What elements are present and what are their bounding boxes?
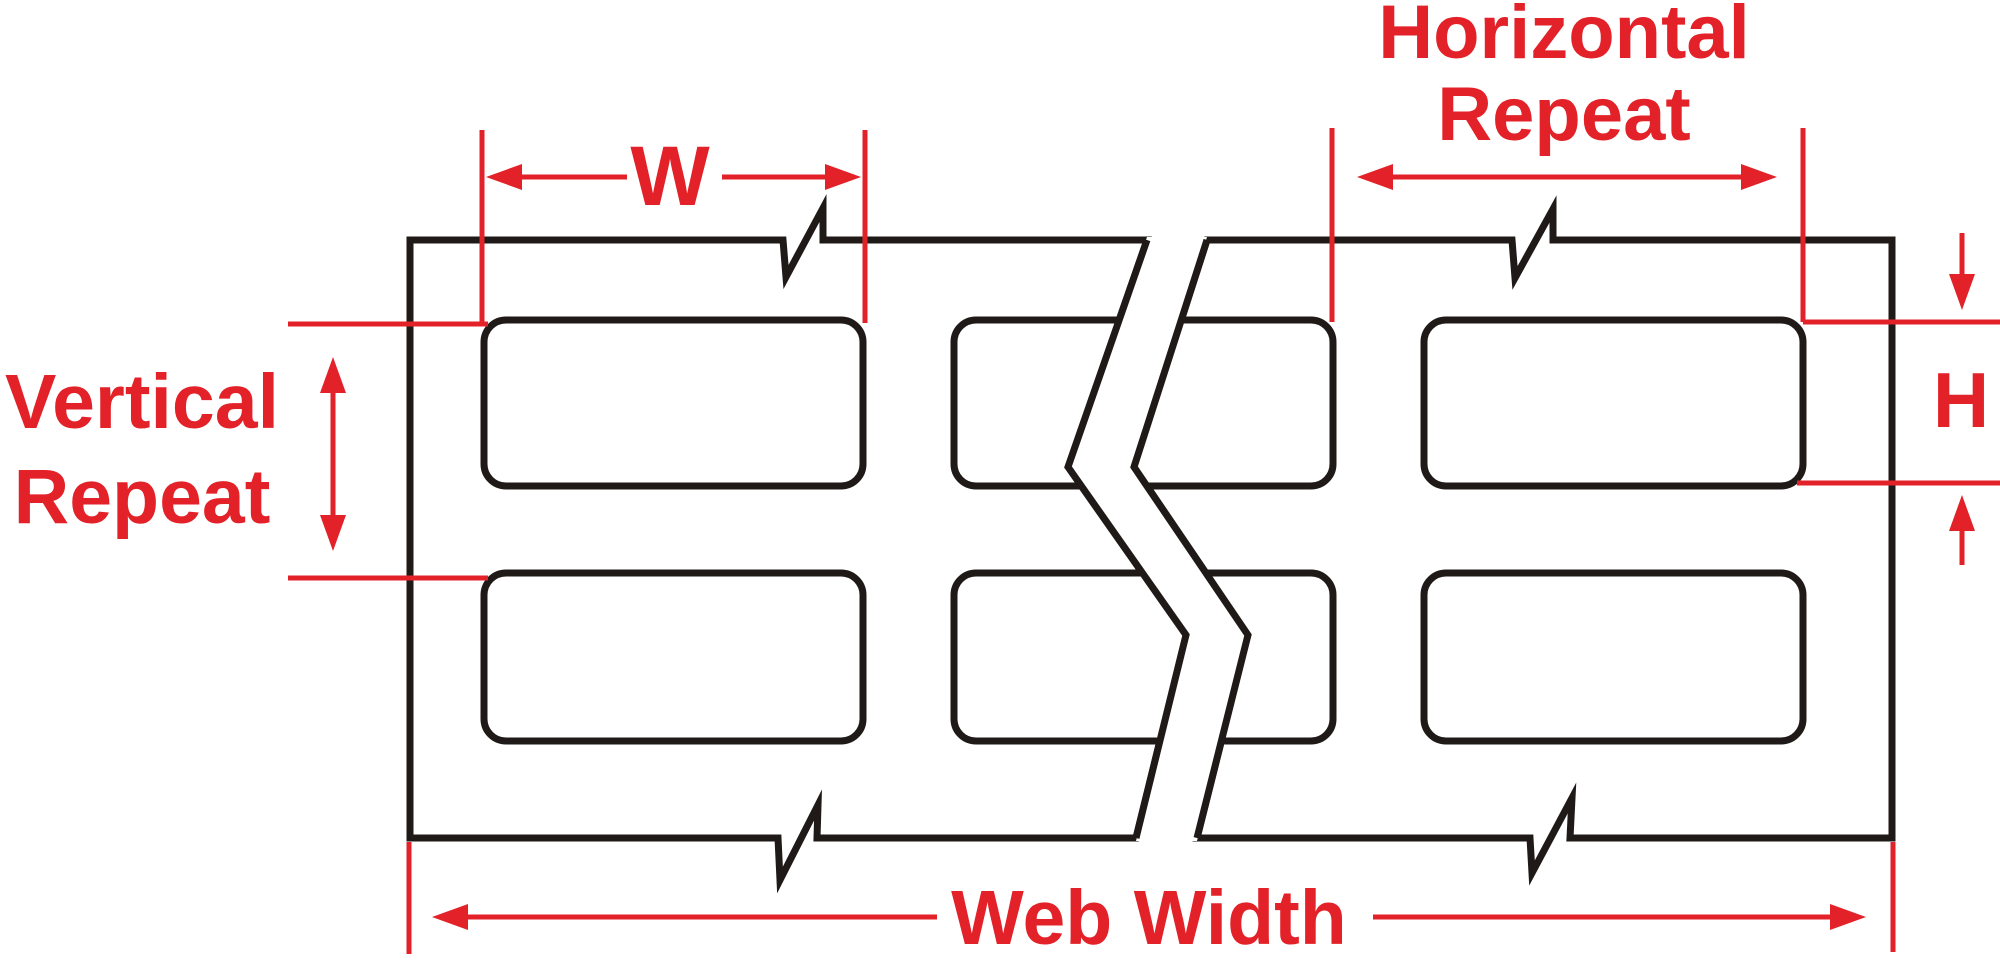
tear-line-right	[1130, 238, 1252, 839]
vrepeat-arrowhead-bottom	[320, 515, 346, 551]
h-arrowhead-down	[1949, 274, 1975, 310]
dimension-arrowheads	[320, 164, 1975, 930]
tear-line-left	[1064, 238, 1190, 839]
label-row1-col3	[1420, 316, 1807, 490]
label-row1-col1	[480, 316, 867, 490]
h-label: H	[1933, 356, 1989, 444]
dimension-labels: W Horizontal Repeat Vertical Repeat H We…	[5, 0, 1989, 961]
vrepeat-arrowhead-top	[320, 357, 346, 393]
hrepeat-arrowhead-left	[1357, 164, 1393, 190]
w-label: W	[630, 129, 710, 223]
label-row2-col2	[950, 569, 1337, 745]
w-arrowhead-right	[825, 164, 861, 190]
web-width-label: Web Width	[951, 875, 1347, 961]
w-arrowhead-left	[486, 164, 522, 190]
horizontal-repeat-label-line1: Horizontal	[1378, 0, 1750, 75]
label-row2-col3	[1420, 569, 1807, 745]
vertical-repeat-label-line1: Vertical	[5, 359, 279, 445]
dimension-lines	[288, 128, 2000, 954]
horizontal-repeat-label-line2: Repeat	[1437, 72, 1690, 157]
webwidth-arrowhead-left	[432, 904, 468, 930]
web-outline-right-piece	[1130, 195, 1896, 886]
label-row2-col1	[480, 569, 867, 745]
web-outline-left-piece	[406, 194, 1190, 894]
hrepeat-arrowhead-right	[1741, 164, 1777, 190]
tear-lines	[1064, 238, 1252, 839]
webwidth-arrowhead-right	[1830, 904, 1866, 930]
h-arrowhead-up	[1949, 495, 1975, 531]
vertical-repeat-label-line2: Repeat	[14, 454, 271, 540]
tear-band	[1068, 237, 1248, 841]
